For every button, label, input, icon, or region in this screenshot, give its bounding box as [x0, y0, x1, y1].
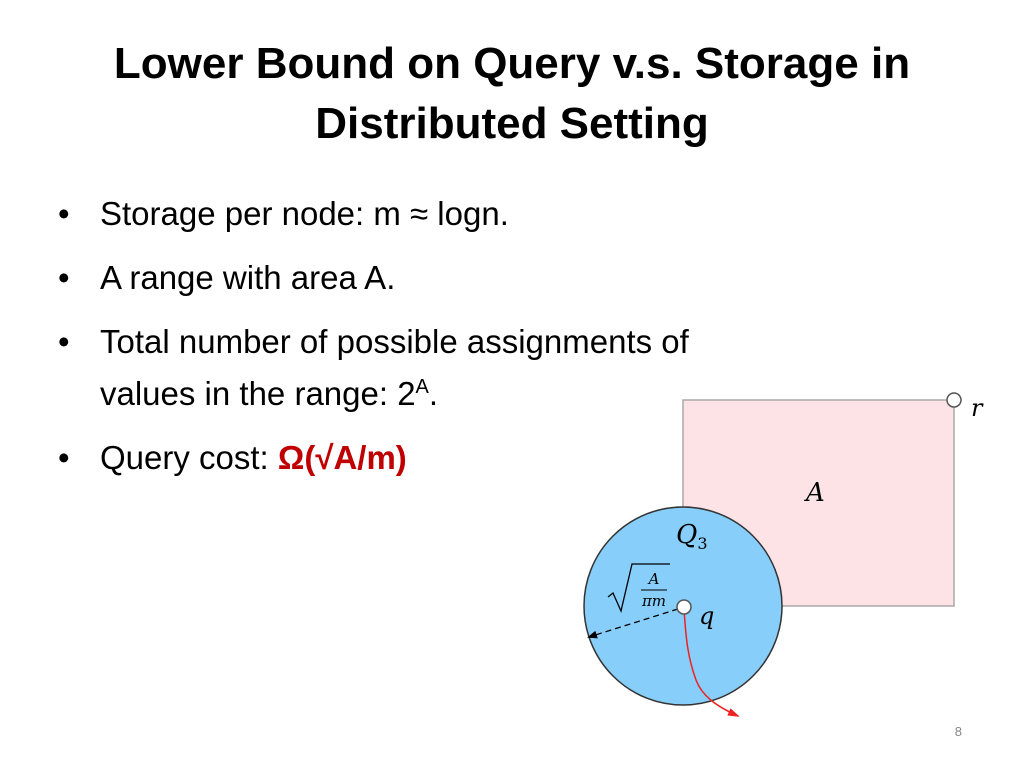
label-Q: Q3 — [676, 520, 708, 553]
label-q: q — [699, 602, 714, 630]
bullet-dot-icon: • — [58, 259, 70, 296]
slide-title: Lower Bound on Query v.s. Storage in Dis… — [0, 34, 1024, 154]
bullet-assignments-line2: values in the range: 2 — [100, 375, 416, 412]
radius-arrow — [587, 608, 679, 639]
bullet-query-cost-prefix: Query cost: — [100, 439, 278, 476]
node-q-marker — [676, 599, 692, 615]
bullet-assignments-line1: Total number of possible assignments of — [100, 323, 689, 360]
bullet-dot-icon: • — [58, 195, 70, 232]
bullet-query-cost: • Query cost: Ω(√A/m) — [58, 432, 858, 484]
radius-sqrt-label: A πm — [607, 563, 670, 614]
query-path-arrow — [683, 608, 740, 717]
bullet-assignments: • Total number of possible assignments o… — [58, 316, 858, 420]
bullet-assignments-exponent: A — [415, 376, 429, 398]
bullet-dot-icon: • — [58, 439, 70, 476]
title-line-2: Distributed Setting — [315, 99, 709, 148]
bullet-query-cost-formula: Ω(√A/m) — [277, 439, 407, 476]
label-area-A: A — [804, 478, 825, 508]
sqrt-numerator: A — [647, 570, 660, 588]
label-r: r — [971, 394, 984, 422]
bullet-storage-text: Storage per node: m ≈ logn. — [100, 195, 509, 232]
bullet-range-text: A range with area A. — [100, 259, 396, 296]
bullet-assignments-period: . — [428, 375, 439, 412]
title-line-1: Lower Bound on Query v.s. Storage in — [113, 39, 911, 88]
node-r-marker — [946, 392, 962, 408]
bullet-range: • A range with area A. — [58, 252, 858, 304]
bullet-list: • Storage per node: m ≈ logn. • A range … — [58, 188, 858, 496]
sqrt-denominator: πm — [641, 592, 666, 610]
bullet-storage: • Storage per node: m ≈ logn. — [58, 188, 858, 240]
bullet-dot-icon: • — [58, 323, 70, 360]
page-number: 8 — [954, 724, 962, 739]
